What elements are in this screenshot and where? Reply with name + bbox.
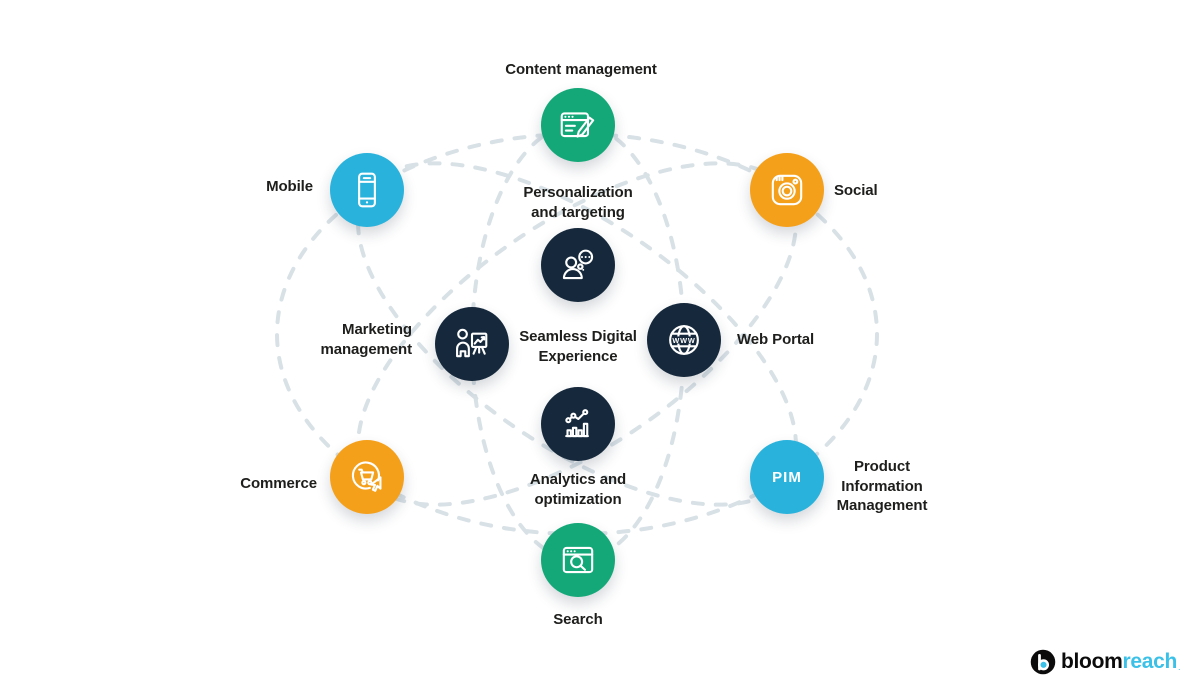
node-circle-pim: PIM — [750, 440, 824, 514]
mobile-icon — [358, 172, 376, 208]
node-label-commerce: Commerce — [240, 475, 317, 492]
node-circle-analytics — [541, 387, 615, 461]
logo-text-bloom: bloom — [1061, 650, 1123, 673]
cart-cursor-icon — [351, 461, 382, 492]
www-globe-icon: WWW — [669, 325, 699, 355]
bloomreach-logo-mark-icon — [1030, 649, 1056, 675]
logo-text-reach: reach — [1122, 650, 1178, 673]
node-label-web-portal: Web Portal — [737, 331, 815, 348]
node-circle-commerce — [330, 440, 404, 514]
node-circle-search — [541, 523, 615, 597]
node-label-mobile: Mobile — [266, 178, 313, 195]
logo-trademark-dot: . — [1178, 662, 1181, 672]
node-circle-social — [750, 153, 824, 227]
node-label-marketing: Marketing management — [320, 321, 412, 358]
pim-badge: PIM — [772, 468, 802, 486]
node-circle-content-management — [541, 88, 615, 162]
node-circle-marketing — [435, 307, 509, 381]
www-text: WWW — [672, 336, 695, 345]
bloomreach-logo: bloomreach . — [1029, 648, 1181, 676]
chart-bars-icon — [565, 409, 589, 438]
browser-magnifier-icon — [562, 546, 594, 574]
node-label-search: Search — [553, 611, 603, 628]
person-thought-bubble-icon — [562, 249, 594, 280]
social-icon — [771, 174, 803, 206]
center-title: Seamless Digital Experience — [519, 328, 637, 365]
node-circle-web-portal: WWW — [647, 303, 721, 377]
node-label-pim: Product Information Management — [836, 458, 928, 514]
node-label-content-management: Content management — [505, 61, 657, 78]
bloomreach-wordmark: bloomreach — [1061, 650, 1177, 674]
node-label-analytics: Analytics and optimization — [529, 471, 627, 508]
node-label-personalization: Personalization and targeting — [523, 184, 633, 221]
content-icon — [560, 112, 595, 138]
presenter-easel-icon — [456, 328, 488, 358]
node-circle-mobile — [330, 153, 404, 227]
node-label-social: Social — [834, 182, 878, 199]
node-circle-personalization — [541, 228, 615, 302]
